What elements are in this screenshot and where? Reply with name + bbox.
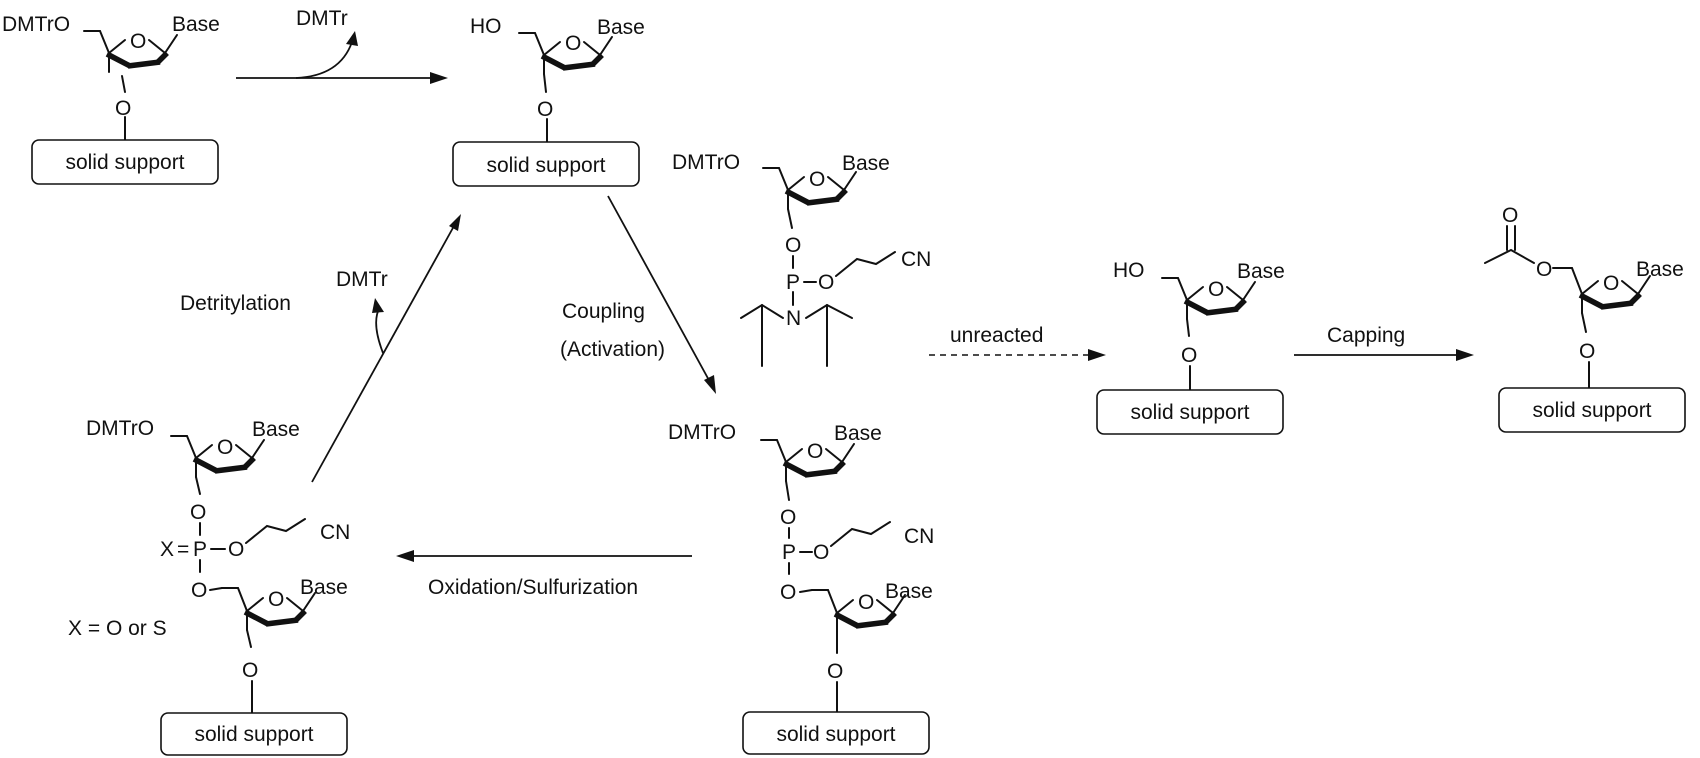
nitrile-label: CN [904,525,934,548]
ring-oxygen-label: O [807,440,823,463]
solid-support-label: solid support [776,723,895,746]
oxygen-3-label: O [827,660,843,683]
oxygen-3-label: O [537,98,553,121]
base-label: Base [252,418,300,441]
dmtro-label: DMTrO [2,13,70,36]
structure-acetyl-capped: O O O Base O solid support [1484,204,1686,433]
x-atom-label: X [160,538,174,561]
ho-label: HO [470,15,502,38]
base-label: Base [300,576,348,599]
dmtro-label: DMTrO [668,421,736,444]
solid-support-box [1498,387,1686,433]
base-label: Base [597,16,645,39]
ester-oxygen-label: O [813,541,829,564]
phosphorus-label: P [193,538,207,561]
detritylation-arrow-cycle: DMTr Detritylation [180,214,461,483]
double-bond-label: = [177,538,189,561]
activation-label: (Activation) [560,338,665,361]
ring-oxygen-label: O [809,168,825,191]
dmtro-label: DMTrO [86,417,154,440]
ring-oxygen-label: O [130,30,146,53]
solid-support-label: solid support [1130,401,1249,424]
oxygen-3-label: O [190,501,206,524]
solid-support-box [452,141,640,187]
oxygen-5-label: O [191,579,207,602]
ester-oxygen-label: O [1536,258,1552,281]
ho-label: HO [1113,259,1145,282]
structure-dmtr-nucleoside-on-support: DMTrO O Base O solid support [2,13,220,185]
nitrogen-label: N [786,307,801,330]
solid-support-label: solid support [1532,399,1651,422]
base-label: Base [885,580,933,603]
oxygen-3-label: O [785,234,801,257]
structure-5-hydroxyl-nucleoside: HO O Base O solid support [452,15,645,187]
base-label: Base [842,152,890,175]
dmtr-leaving-top: DMTr [296,7,348,30]
structure-unreacted-hydroxyl: HO O Base O solid support [1096,259,1285,435]
ring-oxygen-label: O [1603,272,1619,295]
structure-phosphate-triester-dimer: DMTrO O Base O X = P O CN O O Base O sol… [68,417,350,756]
dmtro-label: DMTrO [672,151,740,174]
dmtr-leaving-cycle: DMTr [336,268,388,291]
oxygen-3-label: O [1181,344,1197,367]
base-label: Base [172,13,220,36]
capping-label: Capping [1327,324,1405,347]
oxygen-3-label: O [1579,340,1595,363]
base-label: Base [834,422,882,445]
solid-support-box [1096,389,1284,435]
x-definition-label: X = O or S [68,617,167,640]
unreacted-arrow: unreacted [929,324,1106,361]
oxygen-3-label: O [242,659,258,682]
nitrile-label: CN [901,248,931,271]
phosphorus-label: P [786,271,800,294]
oxygen-3-label: O [780,506,796,529]
ester-oxygen-label: O [228,538,244,561]
solid-support-box [742,711,930,755]
oxidation-arrow: Oxidation/Sulfurization [396,550,692,599]
solid-support-label: solid support [486,154,605,177]
solid-support-label: solid support [194,723,313,746]
detritylation-label: Detritylation [180,292,291,315]
base-label: Base [1636,258,1684,281]
solid-support-label: solid support [65,151,184,174]
carbonyl-oxygen-label: O [1502,204,1518,227]
oxygen-5-label: O [780,581,796,604]
phosphorus-label: P [782,541,796,564]
ring-oxygen-label: O [565,32,581,55]
base-label: Base [1237,260,1285,283]
nitrile-label: CN [320,521,350,544]
structure-phosphoramidite-monomer: DMTrO O Base O P O CN N [672,151,931,367]
ester-oxygen-label: O [818,271,834,294]
oxygen-3-label: O [115,97,131,120]
ring-oxygen-label: O [1208,278,1224,301]
coupling-label: Coupling [562,300,645,323]
oxidation-label: Oxidation/Sulfurization [428,576,638,599]
solid-support-box [160,712,348,756]
structure-phosphite-triester-dimer: DMTrO O Base O P O CN O O Base O solid s… [668,421,934,755]
ring-oxygen-label: O [217,436,233,459]
coupling-arrow: Coupling (Activation) [560,195,716,394]
solid-support-box [31,139,219,185]
ring-oxygen-label: O [268,588,284,611]
unreacted-label: unreacted [950,324,1043,347]
ring-oxygen-label: O [858,591,874,614]
detritylation-arrow-top: DMTr [236,7,448,84]
capping-arrow: Capping [1294,324,1474,361]
